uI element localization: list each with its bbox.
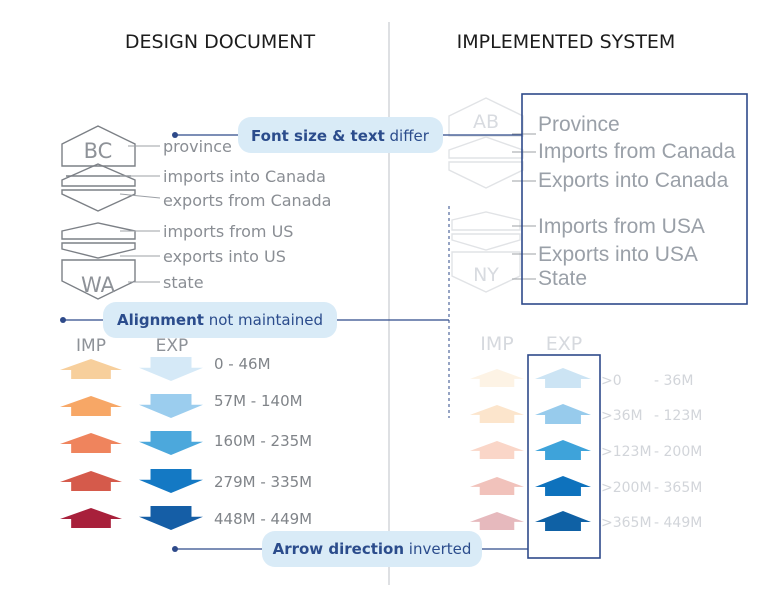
design-imp-arrow-1 (60, 359, 122, 379)
impl-label-imports-canada: Imports from Canada (538, 140, 736, 163)
design-glyph-bottom (61, 222, 136, 300)
design-range-2: 57M - 140M (214, 392, 303, 410)
design-range-5: 448M - 449M (214, 510, 312, 528)
impl-top-code: AB (473, 111, 499, 133)
callout-2-pill (103, 302, 337, 338)
impl-label-exports-usa: Exports into USA (538, 243, 698, 266)
design-label-exports-canada: exports from Canada (163, 191, 331, 210)
impl-bottom-code: NY (473, 264, 499, 286)
impl-exp-arrow-5 (535, 511, 591, 531)
design-ranges: 0 - 46M 57M - 140M 160M - 235M 279M - 33… (214, 355, 312, 528)
impl-range-3-to: - 200M (654, 444, 702, 460)
design-label-province: province (163, 137, 232, 156)
impl-range-5-to: - 449M (654, 515, 702, 531)
design-exp-arrow-1 (139, 357, 203, 381)
design-exp-arrow-3 (139, 431, 203, 455)
impl-range-4-from: >200M (601, 480, 652, 496)
design-leaders (119, 145, 161, 283)
impl-legend-exp: EXP (546, 333, 582, 355)
impl-legend-arrows (470, 368, 591, 531)
design-imp-arrow-3 (60, 433, 122, 453)
impl-range-2-to: - 123M (654, 408, 702, 424)
impl-leaders (512, 133, 536, 280)
design-glyph-top (61, 125, 136, 212)
design-legend-arrows (60, 357, 203, 530)
exp-highlight-box (527, 354, 601, 559)
design-range-3: 160M - 235M (214, 432, 312, 450)
impl-exp-arrow-2 (535, 404, 591, 424)
callout-2-text: Alignment not maintained (117, 311, 323, 329)
design-imp-arrow-5 (60, 508, 122, 528)
callout-1-text: Font size & text differ (251, 127, 430, 145)
impl-imp-arrow-1 (470, 369, 524, 387)
design-labels: province imports into Canada exports fro… (163, 137, 331, 292)
callout-1-pill (238, 117, 443, 153)
impl-range-5-from: >365M (601, 515, 652, 531)
design-exp-arrow-5 (139, 506, 203, 530)
impl-legend-imp: IMP (480, 333, 513, 355)
design-label-exports-us: exports into US (163, 247, 286, 266)
impl-label-state: State (538, 267, 587, 290)
impl-label-imports-usa: Imports from USA (538, 215, 705, 238)
impl-exp-arrow-4 (535, 476, 591, 496)
design-bottom-code: WA (81, 273, 116, 297)
callout-3-pill (262, 531, 482, 567)
left-header: DESIGN DOCUMENT (125, 31, 316, 53)
impl-imp-arrow-3 (470, 441, 524, 459)
design-range-4: 279M - 335M (214, 473, 312, 491)
impl-label-province: Province (538, 113, 620, 136)
impl-imp-arrow-5 (470, 512, 524, 530)
design-imp-arrow-4 (60, 471, 122, 491)
design-legend-imp: IMP (76, 336, 106, 356)
impl-glyph-top (448, 97, 524, 189)
design-top-code: BC (84, 139, 113, 163)
design-label-imports-us: imports from US (163, 222, 293, 241)
impl-imp-arrow-2 (470, 405, 524, 423)
impl-exp-arrow-3 (535, 440, 591, 460)
labels-highlight-box (521, 93, 748, 305)
impl-label-exports-canada: Exports into Canada (538, 169, 729, 192)
design-exp-arrow-2 (139, 394, 203, 418)
design-exp-arrow-4 (139, 469, 203, 493)
impl-ranges: >0 - 36M >36M - 123M >123M - 200M >200M … (601, 373, 702, 531)
design-imp-arrow-2 (60, 396, 122, 416)
impl-range-1-to: - 36M (654, 373, 693, 389)
impl-range-1-from: >0 (601, 373, 622, 389)
design-range-1: 0 - 46M (214, 355, 271, 373)
impl-exp-arrow-1 (535, 368, 591, 388)
callout-3-dot (172, 546, 178, 552)
callout-2-dot (60, 317, 66, 323)
callout-1-dot (172, 132, 178, 138)
impl-range-3-from: >123M (601, 444, 652, 460)
impl-labels: Province Imports from Canada Exports int… (538, 113, 736, 290)
impl-glyph-bottom (451, 211, 521, 293)
impl-imp-arrow-4 (470, 477, 524, 495)
right-header: IMPLEMENTED SYSTEM (457, 31, 676, 53)
design-label-imports-canada: imports into Canada (163, 167, 326, 186)
design-label-state: state (163, 273, 204, 292)
impl-range-2-from: >36M (601, 408, 643, 424)
callout-3-text: Arrow direction inverted (273, 540, 472, 558)
design-legend-exp: EXP (156, 336, 189, 356)
impl-range-4-to: - 365M (654, 480, 702, 496)
